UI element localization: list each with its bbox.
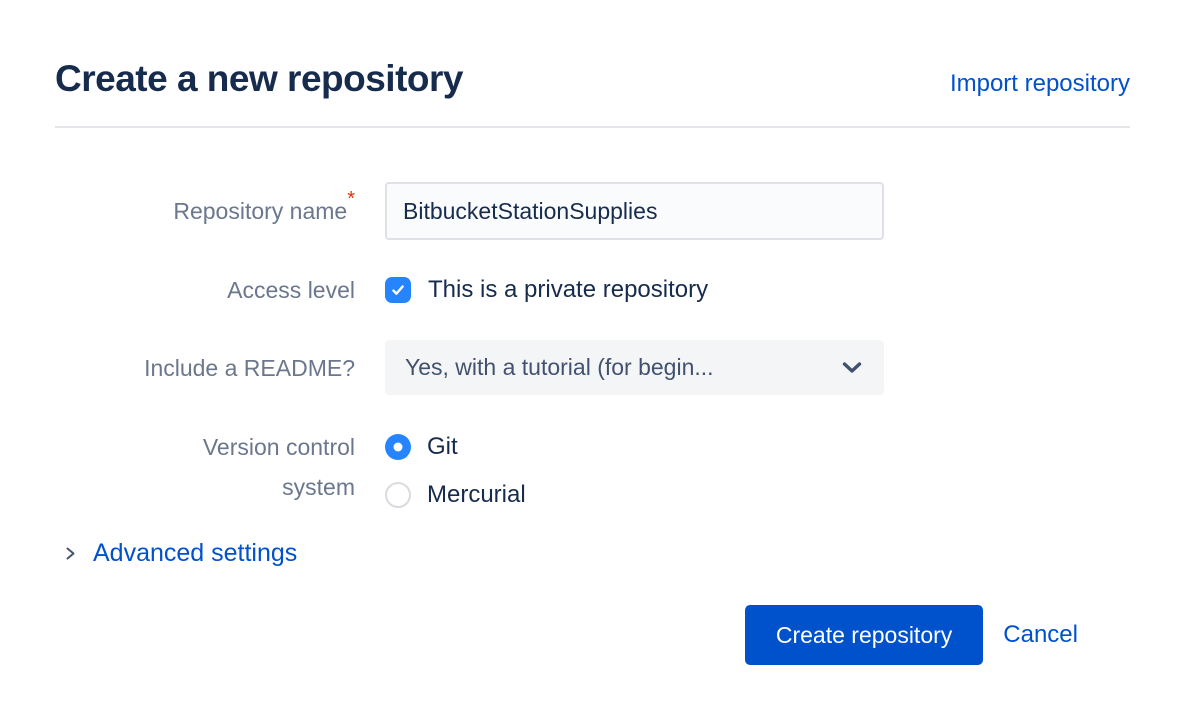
page-title: Create a new repository — [55, 58, 463, 99]
private-repository-label: This is a private repository — [428, 276, 709, 303]
form-footer: Create repository Cancel — [55, 605, 1078, 665]
access-level-label: Access level — [227, 277, 355, 303]
include-readme-select[interactable]: Yes, with a tutorial (for begin... — [385, 340, 884, 395]
radio-mercurial-label: Mercurial — [427, 481, 526, 508]
create-repository-button[interactable]: Create repository — [744, 605, 984, 665]
import-repository-link[interactable]: Import repository — [949, 70, 1130, 97]
repository-name-label: Repository name* — [55, 188, 355, 231]
version-control-options: Git Mercurial — [385, 427, 526, 515]
chevron-down-icon — [842, 361, 862, 374]
include-readme-selected-value: Yes, with a tutorial (for begin... — [405, 354, 714, 380]
version-control-label-text: Version control system — [202, 434, 355, 500]
cancel-link[interactable]: Cancel — [1003, 621, 1078, 648]
check-icon — [390, 282, 406, 298]
page-header: Create a new repository Import repositor… — [55, 0, 1130, 128]
repository-name-input[interactable] — [385, 182, 884, 240]
include-readme-row: Include a README? Yes, with a tutorial (… — [55, 340, 1130, 395]
repository-name-label-text: Repository name — [173, 198, 348, 224]
repository-name-row: Repository name* — [55, 182, 1130, 240]
advanced-settings-toggle[interactable]: Advanced settings — [63, 539, 1130, 567]
advanced-settings-link[interactable]: Advanced settings — [93, 538, 298, 567]
create-repository-form: Repository name* Access level This — [55, 182, 1130, 665]
radio-option-mercurial[interactable]: Mercurial — [385, 475, 526, 515]
private-repository-checkbox[interactable] — [385, 277, 411, 303]
chevron-right-icon — [63, 545, 78, 562]
radio-unselected-icon[interactable] — [385, 482, 411, 508]
include-readme-label: Include a README? — [144, 354, 355, 381]
radio-selected-icon[interactable] — [385, 434, 411, 460]
required-asterisk: * — [347, 188, 355, 210]
version-control-label: Version control system — [55, 427, 355, 507]
radio-option-git[interactable]: Git — [385, 427, 526, 467]
access-level-row: Access level This is a private repositor… — [55, 270, 1130, 310]
version-control-row: Version control system Git Mercurial — [55, 427, 1130, 515]
radio-git-label: Git — [427, 433, 458, 460]
